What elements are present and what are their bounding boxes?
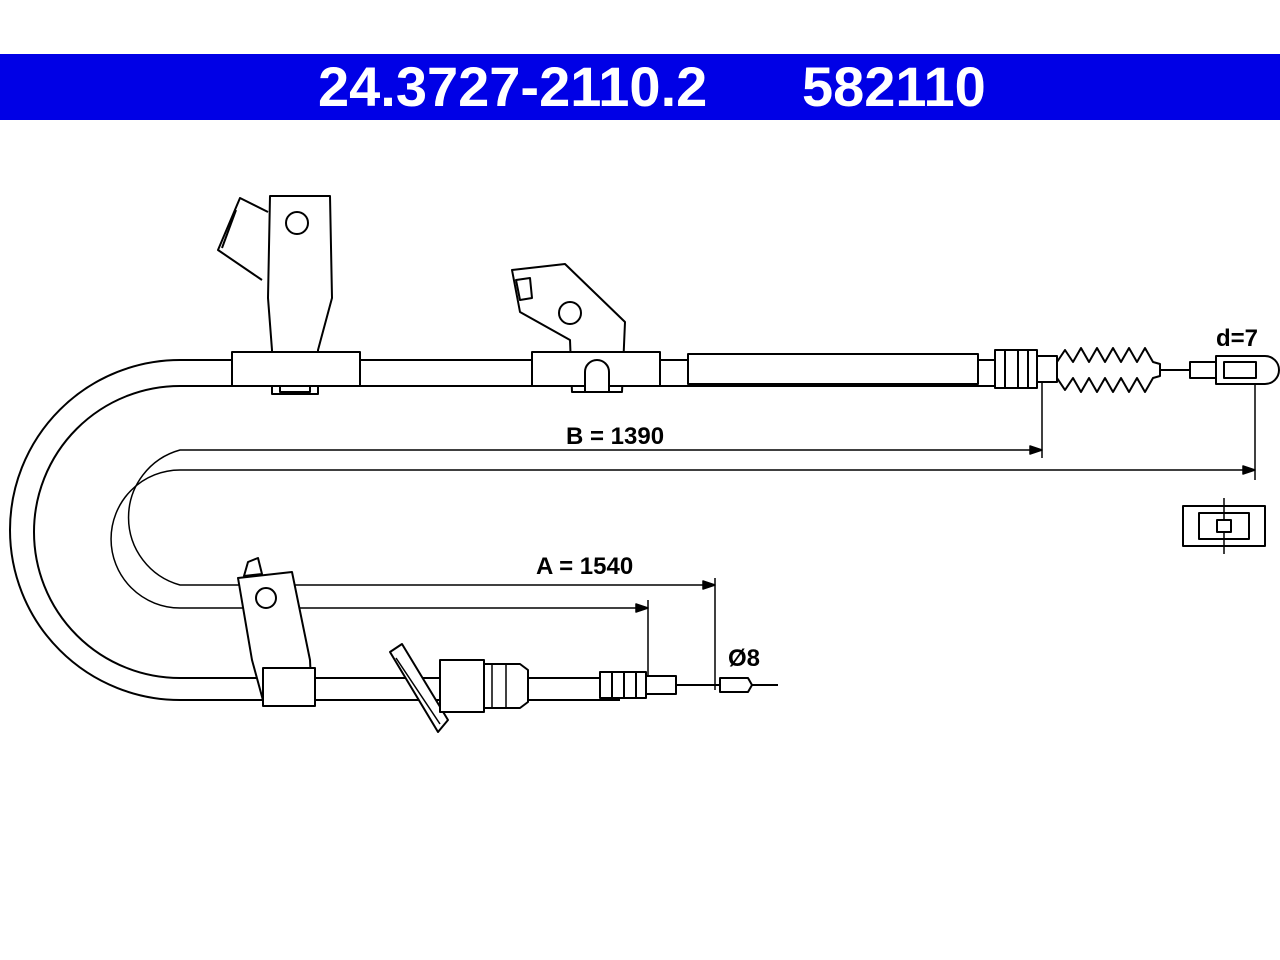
dimension-curves <box>110 449 1255 609</box>
lower-end-fitting <box>389 643 778 733</box>
dimension-arrows <box>635 372 1256 690</box>
dimension-b-label: B = 1390 <box>566 423 664 450</box>
cable-sheath <box>9 359 1000 701</box>
diameter-8-label: Ø8 <box>728 645 760 672</box>
terminal-section-view <box>1182 498 1266 554</box>
rubber-boot <box>1056 347 1161 393</box>
eye-terminal <box>1160 355 1280 385</box>
part-number: 24.3727-2110.2 <box>318 55 708 118</box>
header-band <box>0 54 1280 120</box>
upper-bracket <box>217 195 361 395</box>
middle-bracket <box>511 263 661 393</box>
lower-bracket <box>237 557 316 707</box>
upper-end-fitting <box>687 349 1058 389</box>
diameter-d-label: d=7 <box>1216 325 1258 352</box>
reference-number: 582110 <box>802 55 986 118</box>
dimension-a-label: A = 1540 <box>536 553 633 580</box>
